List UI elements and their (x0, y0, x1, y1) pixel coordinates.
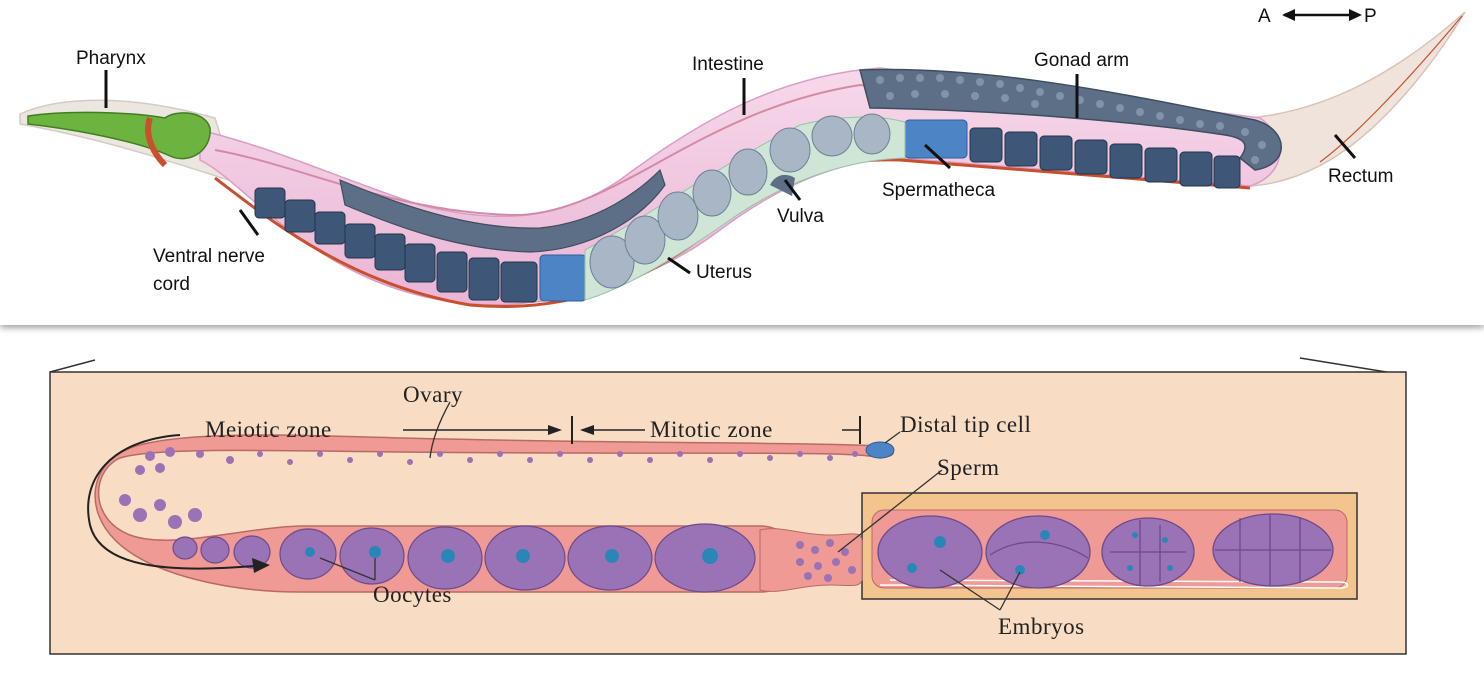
sperm-dots (796, 539, 856, 582)
svg-text:A: A (1258, 6, 1271, 27)
label-pharynx: Pharynx (76, 48, 146, 69)
label-mitotic-zone: Mitotic zone (650, 417, 773, 442)
vulva (770, 174, 795, 196)
label-sperm: Sperm (937, 455, 1000, 480)
svg-text:P: P (1364, 6, 1377, 27)
label-ventral-nerve-cord: Ventral nerve (153, 246, 265, 267)
embryo-nuclei (907, 530, 1173, 575)
pharynx (27, 111, 211, 160)
germline-dots (119, 447, 858, 529)
label-vulva: Vulva (777, 206, 824, 227)
gonad-detail-diagram: Ovary Meiotic zone Mitotic zone Distal t… (49, 357, 1407, 655)
uterus-embryos (589, 113, 891, 289)
oocyte-nuclei (305, 546, 718, 564)
label-gonad-arm: Gonad arm (1034, 50, 1129, 71)
gonad-detail-panel: Ovary Meiotic zone Mitotic zone Distal t… (0, 330, 1484, 673)
spermatheca-anterior (539, 254, 587, 302)
worm-tail (1249, 11, 1466, 187)
whole-worm-diagram: A P Pharynx Intestine Gonad arm Rectum S… (19, 6, 1466, 309)
label-spermatheca: Spermatheca (882, 180, 995, 201)
gonad-arm-posterior (859, 68, 1282, 171)
gonad-arm-anterior (339, 168, 666, 253)
spermatheca-posterior (904, 119, 968, 159)
orientation-arrow: A P (1258, 6, 1377, 27)
nerve-ring (145, 116, 168, 168)
label-uterus: Uterus (696, 262, 752, 283)
posterior-oocytes (969, 127, 1241, 189)
anterior-oocytes (254, 187, 538, 303)
label-intestine: Intestine (692, 54, 764, 75)
label-ovary: Ovary (403, 382, 463, 407)
distal-tip-cell (865, 441, 895, 459)
whole-worm-panel: A P Pharynx Intestine Gonad arm Rectum S… (0, 0, 1484, 325)
label-oocytes: Oocytes (373, 582, 452, 607)
label-meiotic-zone: Meiotic zone (205, 417, 332, 442)
spermatheca-region (759, 528, 863, 592)
label-distal-tip-cell: Distal tip cell (900, 412, 1031, 437)
label-ventral-nerve-cord-line2: cord (153, 274, 190, 295)
embryos-group (877, 513, 1334, 589)
label-embryos: Embryos (998, 614, 1085, 639)
flow-arrow (87, 434, 266, 570)
label-rectum: Rectum (1328, 166, 1393, 187)
